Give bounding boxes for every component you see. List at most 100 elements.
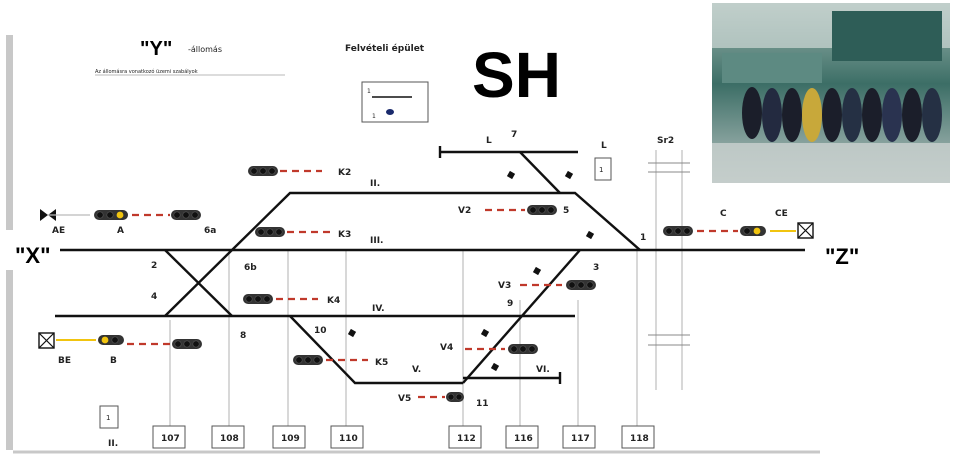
point-marker-7	[490, 362, 500, 372]
station-code: SH	[472, 39, 561, 111]
label-6b: 6b	[244, 263, 257, 273]
bottom-box-4: 112	[448, 425, 482, 449]
point-marker-6	[480, 328, 490, 338]
building-label: Felvételi épület	[345, 43, 425, 54]
bottom-box-5: 116	[505, 425, 539, 449]
label-sr2: Sr2	[657, 136, 674, 146]
bottom-box-2-label: 109	[281, 434, 300, 444]
yard-y-note: Az állomásra vonatkozó üzemi szabályok	[95, 68, 198, 75]
signal-K3	[255, 227, 330, 237]
L-box	[594, 157, 612, 181]
label-11: 11	[476, 399, 489, 409]
bottom-box-0: 107	[152, 425, 186, 449]
signal-V5	[418, 392, 464, 402]
small-box	[99, 405, 119, 429]
label-L-right: L	[601, 141, 607, 151]
crossover-6a-4	[164, 249, 233, 317]
photo-cabinet	[832, 11, 942, 61]
bottom-box-7-label: 118	[630, 434, 649, 444]
legend-box	[361, 81, 429, 123]
small-box-label: II.	[108, 439, 118, 449]
yard-y-label: "Y"	[140, 38, 172, 60]
yard-y-suffix: -állomás	[188, 45, 222, 54]
label-9: 9	[507, 299, 513, 309]
track-3-11	[462, 249, 581, 384]
label-V2: V2	[458, 206, 471, 216]
left-border-bottom	[6, 270, 13, 450]
point-marker-2	[564, 170, 574, 180]
label-10: 10	[314, 326, 327, 336]
label-III: III.	[370, 236, 383, 246]
label-5: 5	[563, 206, 569, 216]
photo-cylinders	[742, 87, 942, 142]
photo-floor	[712, 143, 950, 183]
label-II: II.	[370, 179, 380, 189]
legend-a: 1	[367, 88, 371, 95]
label-4: 4	[151, 292, 157, 302]
bottom-box-5-label: 116	[514, 434, 533, 444]
label-IV: IV.	[372, 304, 385, 314]
label-K4: K4	[327, 296, 340, 306]
label-V3: V3	[498, 281, 511, 291]
bottom-box-3: 110	[330, 425, 364, 449]
bottom-box-7: 118	[621, 425, 655, 449]
signal-C	[663, 226, 766, 236]
small-box-text: 1	[106, 414, 110, 422]
track-7	[519, 151, 561, 194]
bottom-box-1: 108	[211, 425, 245, 449]
label-B: B	[110, 356, 117, 366]
label-K3: K3	[338, 230, 351, 240]
left-border-top	[6, 35, 13, 230]
label-A: A	[117, 226, 124, 236]
signal-K4	[243, 294, 318, 304]
relay-rack-illustration	[712, 3, 950, 183]
signal-K2	[248, 166, 322, 176]
track-V	[289, 315, 463, 385]
label-V5: V5	[398, 394, 411, 404]
legend-dot	[386, 109, 394, 115]
point-marker-4	[532, 266, 542, 276]
label-VI: VI.	[536, 365, 550, 375]
L-box-text: 1	[599, 166, 603, 174]
label-L-top: L	[486, 136, 492, 146]
label-AE: AE	[52, 226, 65, 236]
track-II	[231, 191, 641, 251]
signal-CE	[770, 222, 814, 239]
bottom-box-3-label: 110	[339, 434, 358, 444]
bottom-box-1-label: 108	[220, 434, 239, 444]
signal-V3	[520, 280, 596, 290]
bottom-box-6: 117	[562, 425, 596, 449]
signal-V2	[485, 205, 557, 215]
point-marker-5	[347, 328, 357, 338]
label-BE: BE	[58, 356, 71, 366]
label-K2: K2	[338, 168, 351, 178]
label-V: V.	[412, 365, 421, 375]
signal-AE	[40, 209, 90, 221]
label-2: 2	[151, 261, 157, 271]
bottom-box-0-label: 107	[161, 434, 180, 444]
label-V4: V4	[440, 343, 453, 353]
direction-z: "Z"	[825, 244, 859, 269]
bottom-box-4-label: 112	[457, 434, 476, 444]
signal-K5	[293, 355, 368, 365]
label-7: 7	[511, 130, 517, 140]
photo-left-rack	[722, 53, 822, 83]
label-K5: K5	[375, 358, 388, 368]
signal-V4	[465, 344, 538, 354]
direction-x: "X"	[15, 243, 51, 268]
label-1: 1	[640, 233, 646, 243]
label-CE: CE	[775, 209, 788, 219]
label-8: 8	[240, 331, 246, 341]
label-6a: 6a	[204, 226, 216, 236]
point-marker-1	[506, 170, 516, 180]
signal-B	[38, 332, 202, 349]
bottom-box-6-label: 117	[571, 434, 590, 444]
label-3: 3	[593, 263, 599, 273]
point-marker-3	[585, 230, 595, 240]
relay-rack-photo	[712, 3, 950, 183]
legend-b: 1	[372, 113, 376, 120]
signal-A	[94, 210, 201, 220]
bottom-box-2: 109	[272, 425, 306, 449]
